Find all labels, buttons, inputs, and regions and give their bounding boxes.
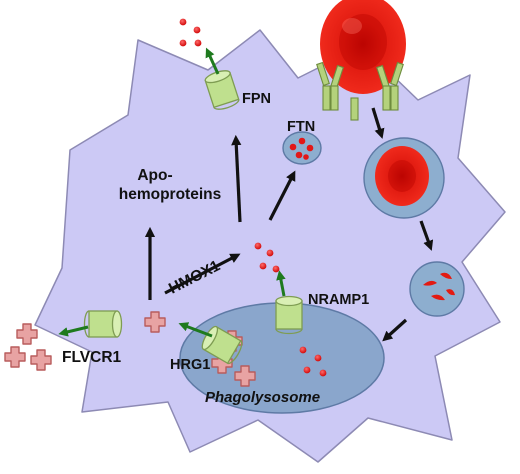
flvcr1-transporter [83,310,123,338]
arrow-hmox1 [164,253,241,295]
ferritin-vesicle [282,131,322,165]
receptor-right [376,61,404,111]
iron-pool-cytosol [254,242,280,273]
label-apo-line1: Apo- [137,167,172,184]
label-phagolysosome: Phagolysosome [205,389,320,406]
arrow-degrade [419,220,434,251]
arrow-fpn-export [205,47,220,75]
label-fpn: FPN [242,91,271,107]
arrow-iron-to-fpn [231,134,242,223]
phagosome-degraded-rbc [409,261,465,317]
receptor-left [316,61,344,111]
arrow-hrg1-import [178,322,213,338]
label-ftn: FTN [287,119,315,135]
heme-exported-1 [16,323,38,345]
label-nramp1: NRAMP1 [308,292,369,308]
label-apo-line2: hemoproteins [119,186,221,203]
arrow-nramp1-import [276,270,286,297]
arrow-iron-to-ftn [268,170,296,221]
iron-phagolysosome [299,346,327,377]
arrow-to-phagolysosome [382,318,408,342]
label-hrg1: HRG1 [170,357,210,373]
label-flvcr1: FLVCR1 [62,349,122,366]
nramp1-transporter [275,295,303,335]
arrow-engulf [371,107,385,139]
receptor-stem-left [350,97,359,121]
arrow-flvcr1-export [58,325,89,337]
phagosome-with-rbc [363,137,445,219]
heme-exported-2 [4,346,26,368]
macrophage-cell-body [34,29,506,463]
iron-exported [179,18,202,47]
heme-exported-3 [30,349,52,371]
